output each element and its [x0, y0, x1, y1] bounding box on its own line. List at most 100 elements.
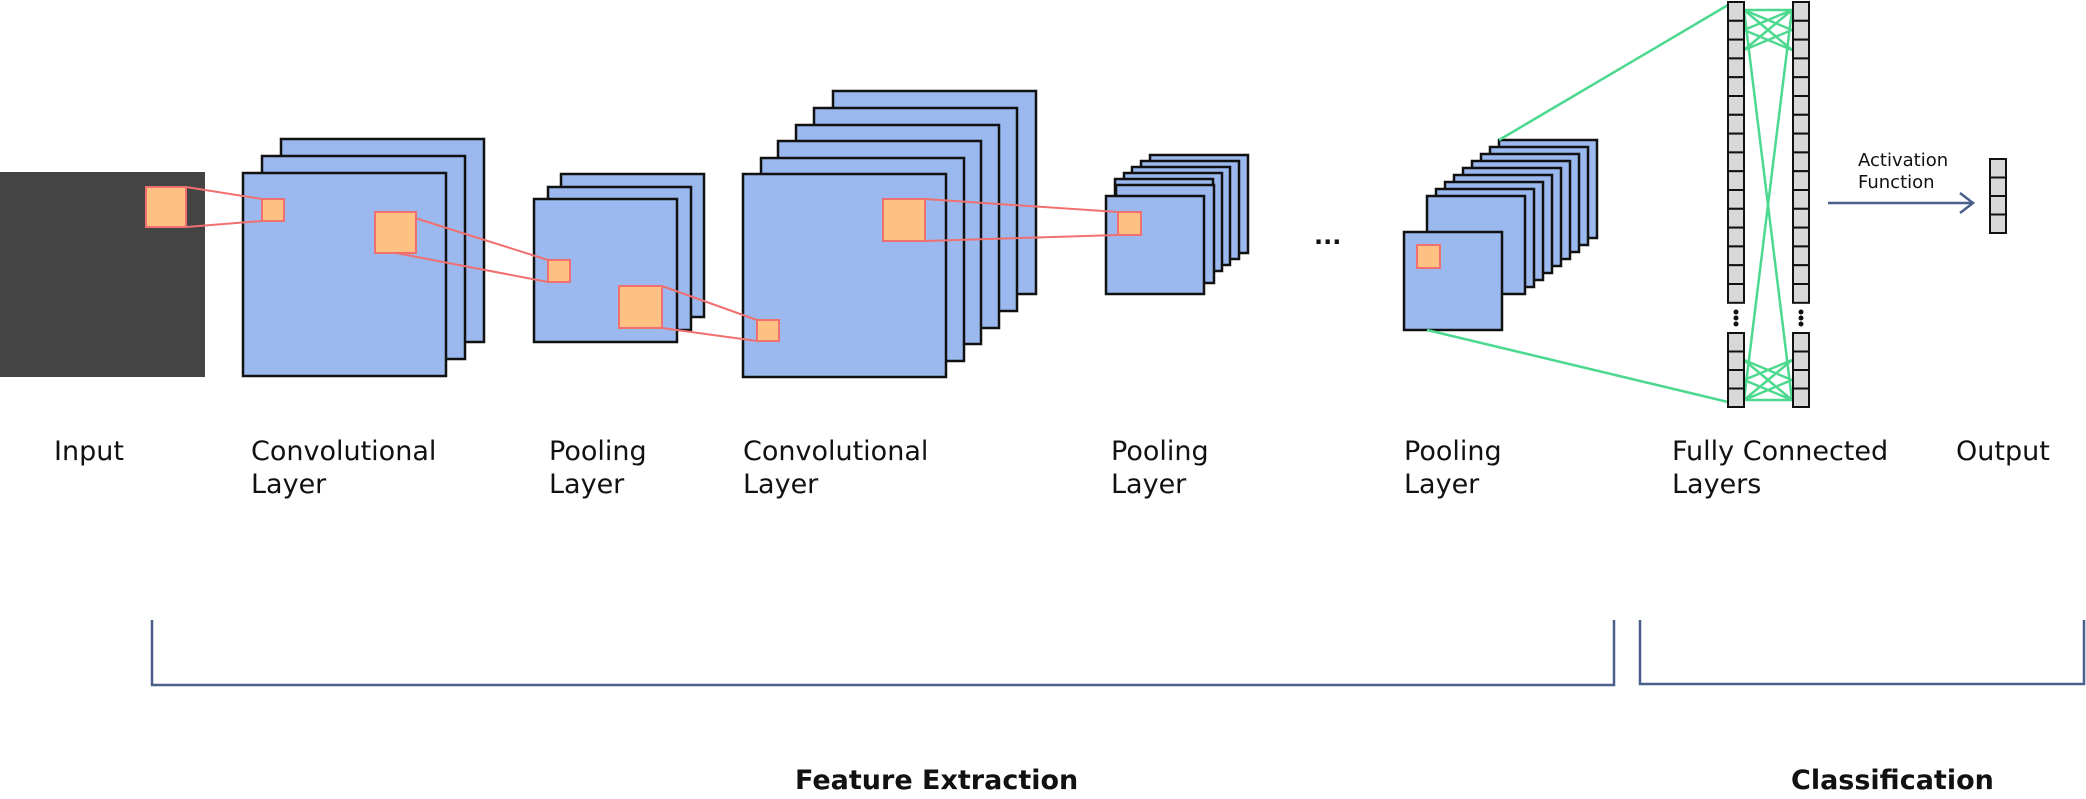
fc-connection-lines [1426, 3, 1794, 404]
classification-label-text: Classification [1791, 765, 1994, 796]
arrow-right-icon [1828, 192, 1976, 214]
kernel-projection-lines [185, 186, 1119, 342]
fc-neuron-column-2-bottom [1792, 332, 1810, 408]
activation-label-line1: Activation [1858, 150, 1949, 171]
input-kernel [145, 186, 187, 228]
neuron [1989, 195, 2007, 216]
neuron [1727, 207, 1745, 229]
neuron [1727, 1, 1745, 22]
ellipsis-label: ... [1314, 222, 1341, 250]
pooling-layer-1 [532, 172, 706, 344]
pooling-layer-1-label: Pooling Layer [549, 435, 647, 501]
kernel-squares [145, 186, 1441, 342]
neuron [1989, 158, 2007, 179]
neuron [1727, 19, 1745, 41]
neuron [1792, 132, 1810, 154]
neuron [1792, 226, 1810, 248]
conv-layer-1 [241, 137, 486, 378]
conv-layer-2-label-line2: Layer [743, 469, 819, 500]
neuron [1792, 38, 1810, 60]
neuron [1792, 207, 1810, 229]
pooling-layer-2-label: Pooling Layer [1111, 435, 1209, 501]
conv-layer-2-label: Convolutional Layer [743, 435, 928, 501]
conv-layer-1-label: Convolutional Layer [251, 435, 436, 501]
neuron [1792, 1, 1810, 22]
neuron [1792, 151, 1810, 173]
pooling-layer-3 [1402, 138, 1599, 332]
pooling-layer-2 [1104, 153, 1250, 296]
neuron [1792, 189, 1810, 210]
pooling-layer-2-label-line1: Pooling [1111, 436, 1209, 467]
neuron [1792, 283, 1810, 304]
pool3-kernel [1416, 244, 1441, 269]
neuron [1727, 369, 1745, 390]
input-label-text: Input [54, 436, 124, 467]
ellipsis-label-text: ... [1314, 222, 1342, 250]
feature-extraction-bracket [150, 620, 1616, 687]
neuron [1792, 57, 1810, 79]
pooling-layer-3-label: Pooling Layer [1404, 435, 1502, 501]
neuron [1792, 113, 1810, 135]
neuron-column-ellipsis [1733, 309, 1804, 327]
pooling-layer-1-label-line1: Pooling [549, 436, 647, 467]
conv1-kernel [374, 211, 417, 254]
fc-neuron-column-2-top [1792, 1, 1810, 304]
activation-function-label: Activation Function [1858, 150, 1948, 194]
neuron [1792, 369, 1810, 390]
pool1-kernel [618, 285, 663, 329]
conv2-kernel-target [756, 319, 780, 342]
conv2-kernel [882, 198, 926, 242]
neuron [1727, 283, 1745, 304]
neuron [1792, 387, 1810, 408]
neuron [1727, 245, 1745, 267]
neuron [1989, 176, 2007, 197]
pooling-layer-1-label-line2: Layer [549, 469, 625, 500]
neuron [1727, 226, 1745, 248]
neuron [1792, 350, 1810, 371]
fc-neuron-column-1-bottom [1727, 332, 1745, 408]
neuron [1727, 95, 1745, 116]
feature-extraction-label-text: Feature Extraction [795, 765, 1079, 796]
neuron [1727, 350, 1745, 371]
feature-extraction-label: Feature Extraction [795, 765, 1078, 796]
neuron [1792, 245, 1810, 267]
neuron [1792, 264, 1810, 286]
output-label-text: Output [1956, 436, 2050, 467]
neuron [1792, 76, 1810, 97]
neuron [1792, 332, 1810, 353]
neuron [1727, 76, 1745, 97]
conv-layer-1-label-line2: Layer [251, 469, 327, 500]
pooling-layer-2-label-line2: Layer [1111, 469, 1187, 500]
conv-layer-2-label-line1: Convolutional [743, 436, 929, 467]
neuron [1727, 113, 1745, 135]
neuron [1727, 387, 1745, 408]
fc-layers-label: Fully Connected Layers [1672, 435, 1888, 501]
neuron [1727, 189, 1745, 210]
pool2-kernel-target [1117, 211, 1142, 236]
input-label: Input [54, 435, 124, 468]
conv1-kernel-target [261, 198, 285, 222]
conv-layer-1-label-line1: Convolutional [251, 436, 437, 467]
output-label: Output [1956, 435, 2050, 468]
neuron [1792, 95, 1810, 116]
fc-layers-label-line2: Layers [1672, 469, 1762, 500]
neuron [1792, 170, 1810, 191]
activation-label-line2: Function [1858, 172, 1935, 193]
fc-neuron-column-1-top [1727, 1, 1745, 304]
neuron [1727, 57, 1745, 79]
classification-bracket [1638, 620, 2086, 686]
neuron [1727, 151, 1745, 173]
output-neuron-column [1989, 158, 2007, 234]
neuron [1727, 132, 1745, 154]
classification-label: Classification [1791, 765, 1994, 796]
neuron [1727, 264, 1745, 286]
neuron [1989, 213, 2007, 234]
fc-layers-label-line1: Fully Connected [1672, 436, 1889, 467]
pooling-layer-3-label-line2: Layer [1404, 469, 1480, 500]
pooling-layer-3-label-line1: Pooling [1404, 436, 1502, 467]
pool1-kernel-target [547, 259, 571, 283]
neuron [1727, 38, 1745, 60]
neuron [1792, 19, 1810, 41]
neuron [1727, 170, 1745, 191]
